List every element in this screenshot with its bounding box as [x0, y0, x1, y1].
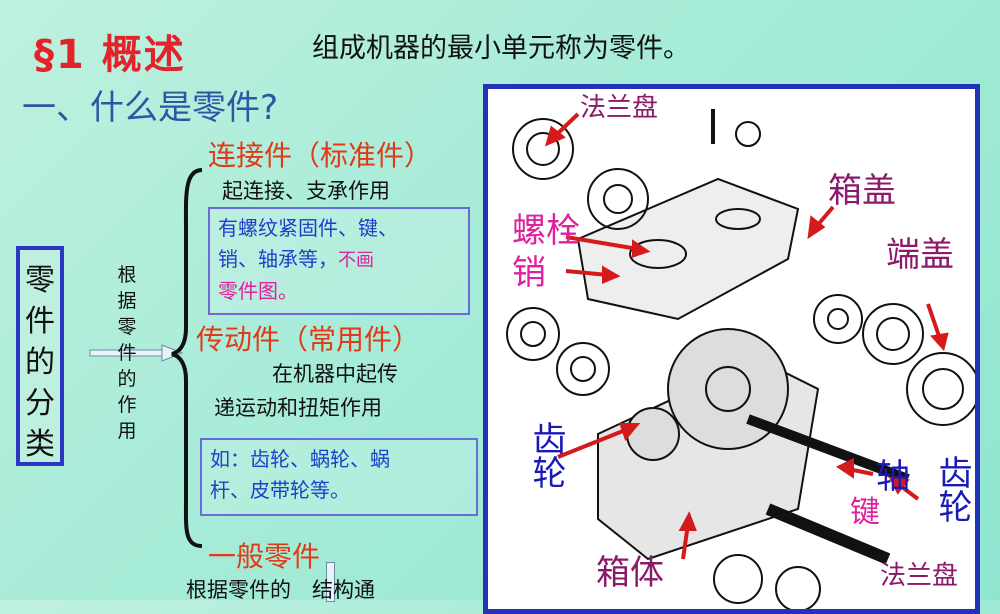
label-pin: 销 — [512, 253, 546, 293]
label-end-cap: 端盖 — [886, 235, 954, 275]
brace-icon — [171, 168, 203, 548]
connect-desc: 起连接、支承作用 — [222, 179, 390, 203]
connect-box-line3: 零件图。 — [218, 279, 298, 303]
transmit-box-line2: 杆、皮带轮等。 — [210, 478, 350, 502]
label-key: 键 — [850, 495, 880, 530]
label-flange-top: 法兰盘 — [580, 93, 659, 123]
gearbox-exploded-figure: 法兰盘 箱盖 螺栓 销 端盖 齿轮 轴 齿轮 键 箱体 法兰盘 — [483, 84, 980, 614]
no-drawing-note: 不画 — [338, 250, 374, 271]
general-desc: 根据零件的 结构通 — [186, 578, 375, 602]
gearbox-drawing-icon — [506, 109, 975, 609]
label-shaft: 轴 — [876, 457, 910, 497]
connect-examples-box: 有螺纹紧固件、键、 销、轴承等，不画 零件图。 — [208, 207, 470, 315]
connect-box-line2: 销、轴承等， — [218, 247, 338, 271]
classification-basis: 根据零件的作用 — [117, 264, 137, 442]
label-gear-right: 齿轮 — [932, 455, 972, 523]
label-flange-bottom: 法兰盘 — [880, 561, 959, 591]
connect-title: 连接件（标准件） — [208, 139, 433, 172]
label-box-body: 箱体 — [596, 553, 664, 593]
transmit-box-line1: 如：齿轮、蜗轮、蜗 — [210, 447, 390, 471]
label-gear-left: 齿轮 — [526, 421, 566, 489]
connect-box-line1: 有螺纹紧固件、键、 — [218, 216, 398, 240]
section-title: §1 概述 — [34, 32, 186, 78]
classification-box: 零件的分类 — [16, 246, 64, 466]
transmit-desc-2: 递运动和扭矩作用 — [214, 396, 382, 420]
classification-label: 零件的分类 — [25, 263, 55, 462]
transmit-desc-1: 在机器中起传 — [272, 362, 398, 386]
definition-text: 组成机器的最小单元称为零件。 — [312, 33, 690, 64]
transmit-examples-box: 如：齿轮、蜗轮、蜗 杆、皮带轮等。 — [200, 438, 478, 516]
question-heading: 一、什么是零件? — [22, 88, 279, 128]
label-bolt: 螺栓 — [512, 211, 580, 251]
transmit-title: 传动件（常用件） — [196, 323, 421, 356]
label-cover: 箱盖 — [828, 171, 896, 211]
general-title: 一般零件 — [208, 540, 321, 573]
